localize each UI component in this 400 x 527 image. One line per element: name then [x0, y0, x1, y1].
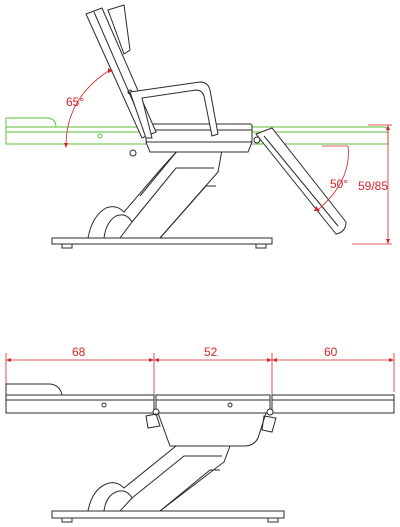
- reclined-chair-view: 65° 50° 59/85: [5, 4, 392, 249]
- height-dimension: 59/85: [352, 124, 392, 245]
- bed-sections: [5, 394, 395, 416]
- base-plate-flat: [51, 510, 285, 523]
- base-plate: [51, 237, 273, 249]
- seat-frame: [145, 412, 277, 447]
- lift-column-flat: [87, 445, 231, 512]
- armrest: [129, 81, 219, 139]
- leg-section-label: 60: [324, 345, 338, 359]
- head-section-label: 68: [72, 345, 86, 359]
- leg-angle-label: 50°: [330, 177, 348, 191]
- head-pillow: [5, 383, 63, 396]
- length-dimensions: 68 52 60: [5, 345, 395, 400]
- height-label: 59/85: [358, 179, 388, 193]
- backrest-angle-label: 65°: [66, 95, 84, 109]
- leg-angle-dimension: 50°: [314, 145, 349, 211]
- seat-cushion: [129, 123, 253, 157]
- backrest-angle-dimension: 65°: [64, 68, 113, 148]
- flat-bed-view: 68 52 60: [5, 345, 395, 523]
- lift-column: [87, 149, 223, 239]
- leg-rest: [253, 127, 347, 235]
- seat-section-label: 52: [204, 345, 218, 359]
